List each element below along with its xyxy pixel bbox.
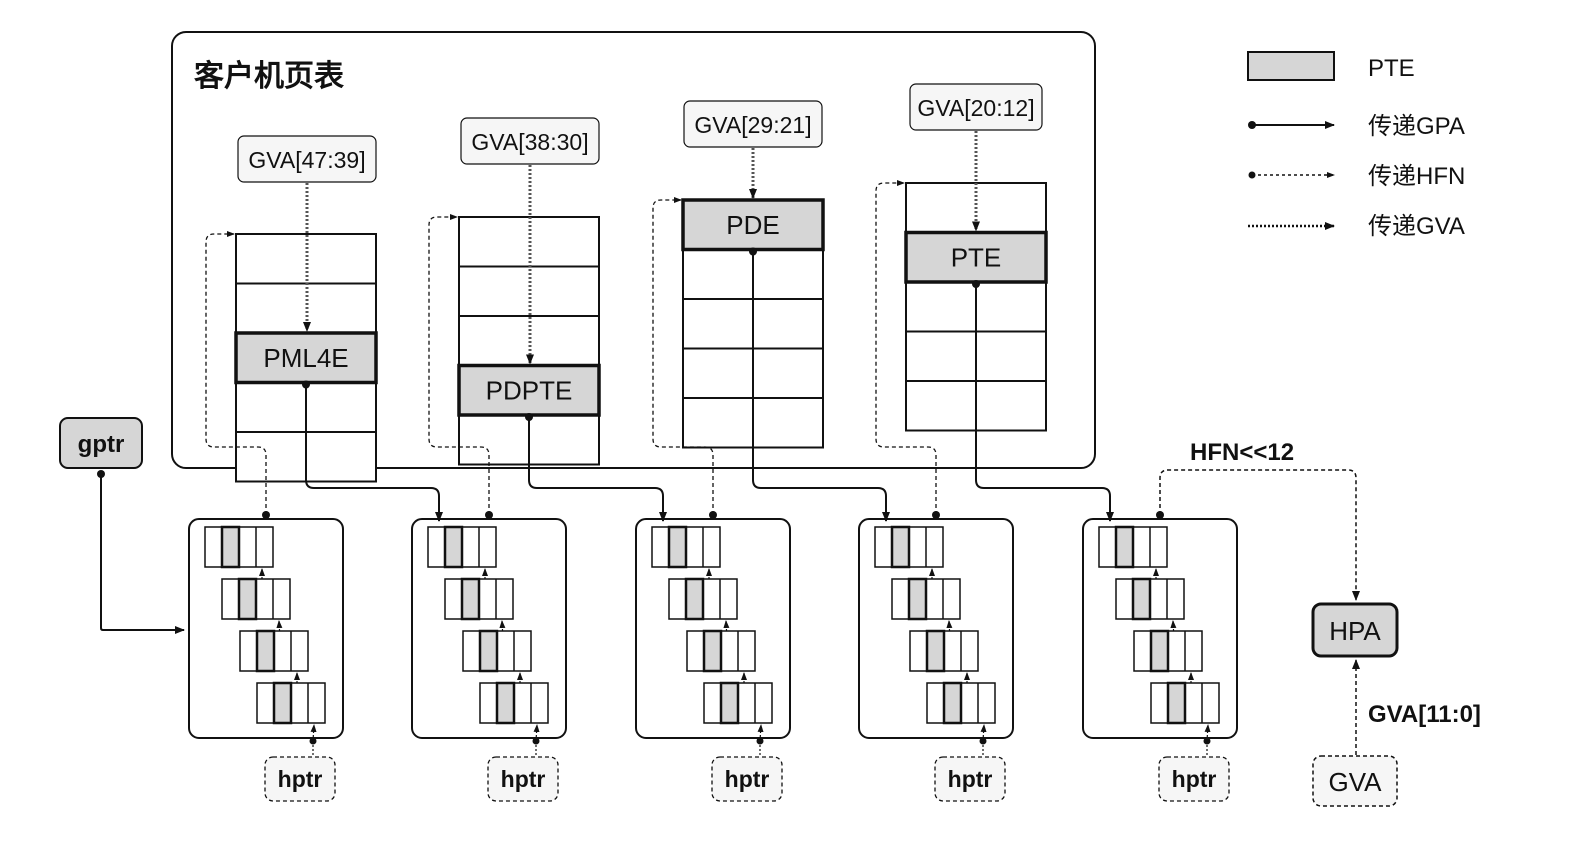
hptr-label: hptr [1172, 766, 1217, 792]
host-table-2 [444, 577, 514, 643]
gva-index-box: GVA[29:21] [683, 100, 823, 148]
gva-index-box: GVA[38:30] [460, 117, 600, 165]
gva-label: GVA [1329, 767, 1383, 797]
hfn-dot [1156, 511, 1164, 519]
host-walks: hptr hptr hptr hptr hptr [188, 518, 1238, 802]
guest-level-2: GVA[38:30] PDPTE [457, 117, 601, 466]
host-table-4 [479, 681, 549, 745]
gpa-dot [525, 413, 533, 421]
hfn-arrow [875, 180, 937, 515]
hpa-label: HPA [1329, 616, 1381, 646]
host-table-3 [1133, 629, 1203, 695]
host-table-2 [891, 577, 961, 643]
hfn-arrow [652, 197, 714, 515]
hfn-dot [262, 511, 270, 519]
hptr-box: hptr [487, 741, 559, 802]
host-table-4 [703, 681, 773, 745]
guest-page-table-title: 客户机页表 [194, 59, 344, 93]
host-table-1 [874, 525, 944, 591]
legend-pte-swatch [1247, 51, 1335, 81]
hptr-box: hptr [264, 741, 336, 802]
guest-level-1: GVA[47:39] PML4E [234, 135, 378, 483]
entry-label: PDPTE [486, 375, 573, 405]
guest-page-table-panel [171, 31, 1096, 469]
hfn-arrow [1159, 469, 1360, 601]
legend-label-gva: 传递GVA [1368, 213, 1465, 240]
host-walk-1: hptr [188, 518, 344, 802]
hfn-dot [709, 511, 717, 519]
host-table-3 [462, 629, 532, 695]
legend: PTE 传递GPA 传递HFN 传递GVA [1247, 51, 1465, 240]
host-table-3 [909, 629, 979, 695]
hptr-label: hptr [501, 766, 546, 792]
host-walk-2: hptr [411, 518, 567, 802]
host-table-1 [427, 525, 497, 591]
hfn-arrow [205, 231, 267, 515]
hptr-box: hptr [711, 741, 783, 802]
legend-label-hfn: 传递HFN [1368, 163, 1465, 190]
gpa-dot [302, 380, 310, 389]
legend-solid-dot [1248, 121, 1256, 129]
host-walk-3: hptr [635, 518, 791, 802]
hpa-box: HPA [1311, 602, 1399, 658]
gpa-arrow [752, 251, 890, 522]
entry-label: PDE [726, 210, 779, 240]
gpa-dot [749, 247, 757, 256]
host-walk-4: hptr [858, 518, 1014, 802]
gpa-arrow [305, 384, 443, 522]
hptr-box: hptr [1158, 741, 1230, 802]
page-table-entry [457, 363, 601, 417]
host-table-1 [204, 525, 274, 591]
hptr-label: hptr [948, 766, 993, 792]
host-table-1 [651, 525, 721, 591]
gva-index-label: GVA[38:30] [471, 129, 588, 155]
connectors [205, 180, 1114, 522]
host-table-2 [668, 577, 738, 643]
host-table-4 [256, 681, 326, 745]
host-walk-5: hptr [1082, 518, 1238, 802]
legend-dotted-dot [1248, 171, 1256, 179]
gva-offset-label: GVA[11:0] [1368, 701, 1481, 728]
legend-label-pte: PTE [1368, 55, 1415, 82]
entry-label: PTE [951, 242, 1002, 272]
gva-index-label: GVA[20:12] [917, 95, 1034, 121]
gva-box: GVA [1312, 755, 1398, 807]
host-table-4 [926, 681, 996, 745]
hfn-dot [485, 511, 493, 519]
gpa-arrow [975, 284, 1114, 522]
entry-label: PML4E [263, 343, 348, 373]
gpa-dot [972, 280, 980, 288]
gptr-label: gptr [78, 431, 125, 458]
hptr-box: hptr [934, 741, 1006, 802]
gva-index-box: GVA[20:12] [909, 83, 1043, 131]
gva-index-label: GVA[47:39] [248, 147, 365, 173]
hfn-dot [932, 511, 940, 519]
guest-levels: GVA[47:39] PML4E GVA[38:30] PDPTE GVA[29:21]… [234, 83, 1048, 483]
legend-label-gpa: 传递GPA [1368, 113, 1465, 140]
gva-index-box: GVA[47:39] [237, 135, 377, 183]
hfn-arrow [428, 214, 490, 515]
gpa-arrow [528, 417, 667, 522]
hfn-label: HFN<<12 [1190, 439, 1294, 466]
hptr-label: hptr [725, 766, 770, 792]
host-table-4 [1150, 681, 1220, 745]
gptr-arrow [100, 474, 185, 634]
host-table-2 [1115, 577, 1185, 643]
hptr-label: hptr [278, 766, 323, 792]
gptr-dot [97, 470, 105, 478]
gptr-box: gptr [59, 417, 143, 469]
host-table-3 [686, 629, 756, 695]
gva-index-label: GVA[29:21] [694, 112, 811, 138]
